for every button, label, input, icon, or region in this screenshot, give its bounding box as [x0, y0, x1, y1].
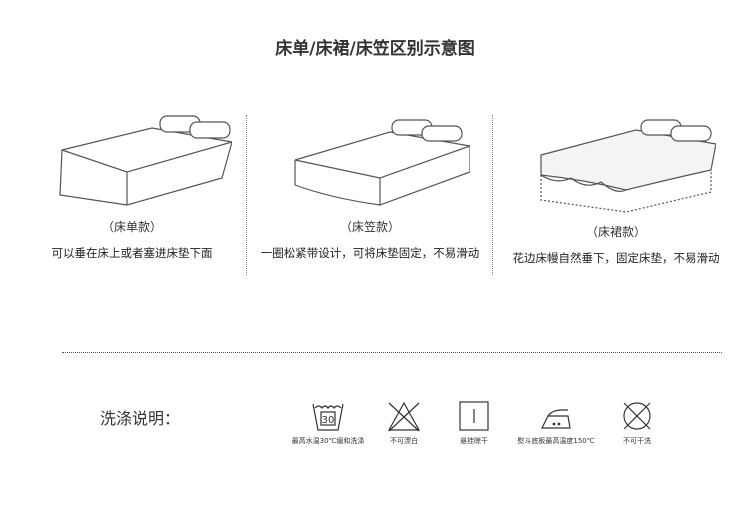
iron-icon	[541, 409, 571, 429]
washing-label: 洗涤说明：	[100, 409, 181, 428]
iron-item: 熨斗底板最高温度150℃	[511, 400, 601, 446]
icon-label: 不可漂白	[390, 437, 418, 445]
fitted-sheet-column: （床笠款） 一圈松紧带设计，可将床垫固定，不易滑动	[250, 100, 490, 261]
bed-description: 花边床幔自然垂下，固定床垫，不易滑动	[512, 251, 720, 265]
icon-label: 熨斗底板最高温度150℃	[517, 437, 595, 445]
no-bleach-item: 不可漂白	[359, 400, 449, 446]
wash-temp: 30	[322, 415, 335, 426]
page-title: 床单/床裙/床笠区别示意图	[275, 39, 475, 59]
hang-dry-icon	[459, 401, 489, 431]
bed-caption: （床笠款）	[339, 220, 400, 234]
bed-sheet-illustration	[59, 115, 232, 206]
icon-label: 最高水温30℃缓和洗涤	[291, 437, 365, 445]
icon-label: 不可干洗	[623, 437, 651, 445]
no-bleach-icon	[387, 401, 421, 432]
divider	[492, 115, 493, 275]
divider	[246, 115, 247, 275]
no-dry-clean-item: 不可干洗	[592, 400, 682, 446]
bed-caption: （床裙款）	[585, 225, 646, 239]
icon-label: 悬挂晾干	[460, 437, 488, 445]
bed-description: 可以垂在床上或者塞进床垫下面	[51, 246, 213, 260]
hang-dry-item: 悬挂晾干	[429, 400, 519, 446]
wash-30-item: 30 最高水温30℃缓和洗涤	[283, 400, 373, 446]
wash-30-icon: 30	[312, 403, 344, 431]
bed-skirt-column: （床裙款） 花边床幔自然垂下，固定床垫，不易滑动	[496, 100, 736, 266]
bed-skirt-illustration	[540, 119, 716, 213]
bed-sheet-column: （床单款） 可以垂在床上或者塞进床垫下面	[12, 100, 252, 261]
bed-caption: （床单款）	[101, 220, 162, 234]
section-divider	[62, 352, 722, 353]
bed-description: 一圈松紧带设计，可将床垫固定，不易滑动	[260, 246, 480, 260]
no-dry-clean-icon	[623, 402, 651, 430]
fitted-sheet-illustration	[294, 119, 470, 206]
